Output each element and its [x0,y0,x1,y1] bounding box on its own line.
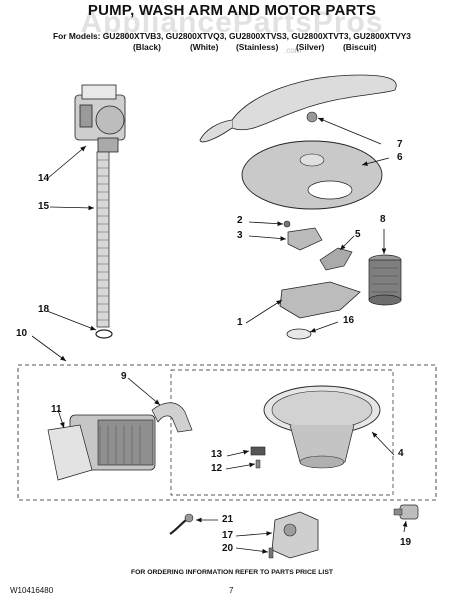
callout-4: 4 [398,448,404,459]
callout-20: 20 [222,543,234,554]
callout-3: 3 [237,230,243,241]
callout-16: 16 [343,315,355,326]
variant-stainless: (Stainless) [236,42,279,52]
mounting-screw [268,547,274,559]
callout-11: 11 [51,404,62,415]
watermark-domain: .com [284,46,302,55]
pump-housing [271,511,319,559]
callout-13: 13 [211,449,223,460]
filter-cup [368,254,402,306]
callout-21: 21 [222,514,234,525]
screw-part [283,220,291,228]
drain-hose [96,151,110,328]
callout-5: 5 [355,229,361,240]
callout-12: 12 [211,463,223,474]
callout-6: 6 [397,152,403,163]
callout-1: 1 [237,317,243,328]
wash-motor [47,414,156,481]
sump-assembly-boundary [170,369,394,496]
callout-15: 15 [38,201,50,212]
sump-tub [263,385,381,469]
page-title: PUMP, WASH ARM AND MOTOR PARTS [87,2,377,19]
ordering-note: FOR ORDERING INFORMATION REFER TO PARTS … [130,569,334,576]
leader-lines [31,117,408,554]
pump-assembly-boundary [17,364,437,501]
watermark-logo: AppliancePartsPros [80,6,384,39]
spray-nozzle [319,247,353,271]
page-number: 7 [229,586,234,595]
variant-silver: (Silver) [296,42,325,52]
variant-white: (White) [190,42,219,52]
variant-black: (Black) [133,42,161,52]
pump-motor-assembly [74,84,126,153]
pump-hose-elbow [151,402,193,433]
callout-7: 7 [397,139,403,150]
check-valve [393,504,419,520]
model-list: For Models: GU2800XTVB3, GU2800XTVQ3, GU… [53,31,411,41]
screw-part-small [255,459,261,469]
chopper-bracket [287,227,323,251]
callout-17: 17 [222,530,234,541]
lower-wash-arm [199,74,397,143]
variant-biscuit: (Biscuit) [343,42,377,52]
callout-2: 2 [237,215,243,226]
hose-clamp [95,329,113,339]
callout-18: 18 [38,304,50,315]
gasket [286,328,312,340]
callout-14: 14 [38,173,50,184]
sensor-part [250,446,266,456]
sensor-lead [169,519,187,535]
callout-19: 19 [400,537,412,548]
callout-9: 9 [121,371,127,382]
fine-filter-plate [241,140,383,210]
document-id: W10416480 [10,586,54,595]
callout-8: 8 [380,214,386,225]
pump-manifold [279,281,361,319]
callout-10: 10 [16,328,28,339]
